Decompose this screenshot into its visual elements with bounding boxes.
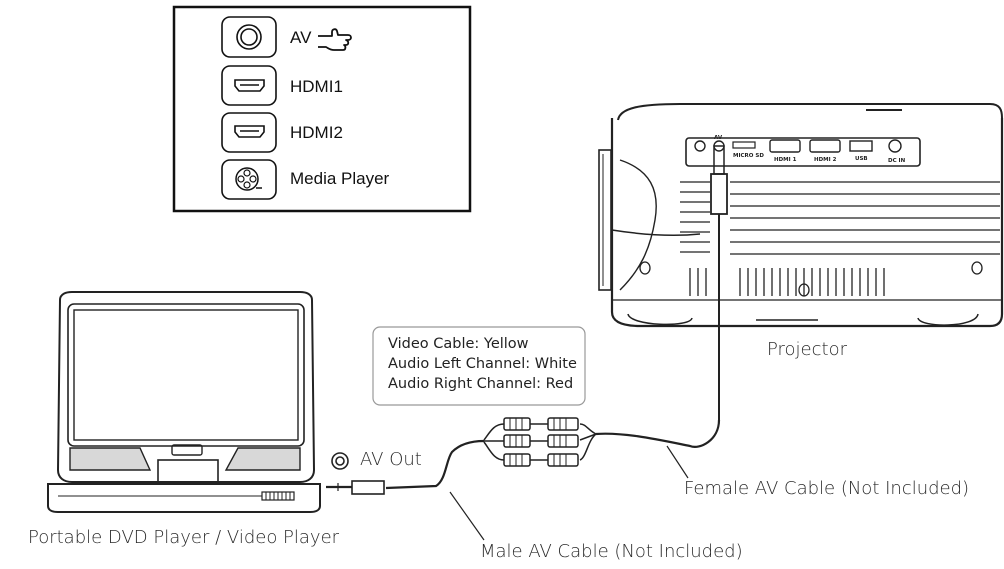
port-label-micro-sd: MICRO SD [733,153,764,159]
female-cable-leader-line [666,445,689,479]
port-label-hdmi2: HDMI 2 [814,157,837,163]
projector-label: Projector [767,339,847,360]
source-label-hdmi1: HDMI1 [290,77,343,96]
projector-port-labels: AV MICRO SD HDMI 1 HDMI 2 USB DC IN [714,135,906,164]
media-player-icon [235,167,262,191]
av-out-label: AV Out [360,449,422,470]
port-label-usb: USB [855,156,868,162]
hdmi-port-icon [234,125,265,138]
note-audio-left: Audio Left Channel: White [388,356,577,372]
pointing-hand-icon [318,28,352,51]
media-player-button-frame [221,159,277,200]
dvd-player-label: Portable DVD Player / Video Player [28,527,340,548]
male-cable-label: Male AV Cable (Not Included) [480,541,743,562]
male-cable-leader-line [449,491,485,541]
av-button-frame [221,16,277,58]
source-item-av[interactable]: AV [221,16,352,58]
hdmi-port-icon [234,79,265,92]
note-audio-right: Audio Right Channel: Red [388,376,574,392]
source-item-hdmi1[interactable]: HDMI1 [221,65,343,106]
projector [598,103,1004,328]
source-label-av: AV [290,28,312,47]
female-cable-label: Female AV Cable (Not Included) [684,478,970,499]
cable-color-note: Video Cable: Yellow Audio Left Channel: … [388,334,577,394]
av-circle-icon [236,24,262,50]
port-label-dc-in: DC IN [888,158,906,164]
port-label-av: AV [714,135,723,141]
source-item-media-player[interactable]: Media Player [221,159,390,200]
source-item-hdmi2[interactable]: HDMI2 [221,112,343,153]
source-label-media-player: Media Player [290,169,390,188]
av-out-icon [331,452,349,470]
note-video-cable: Video Cable: Yellow [388,336,529,352]
portable-dvd-player [47,291,321,513]
source-label-hdmi2: HDMI2 [290,123,343,142]
rca-connectors [483,417,597,467]
cable-color-note-box [372,326,586,406]
female-av-cable [595,145,728,448]
hdmi2-button-frame [221,112,277,153]
male-av-cable [326,439,485,495]
port-label-hdmi1: HDMI 1 [774,157,797,163]
